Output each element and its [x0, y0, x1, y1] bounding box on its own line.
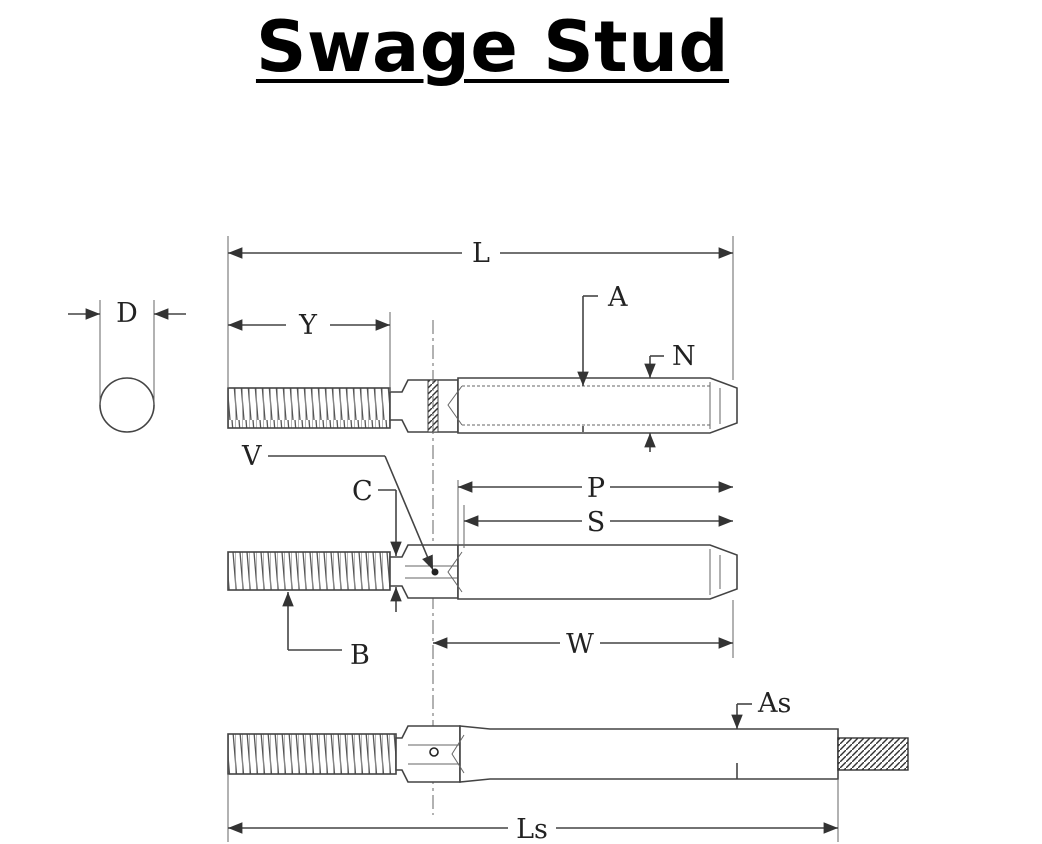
wire-rope-end: [837, 737, 909, 771]
label-p: P: [587, 473, 605, 504]
label-d: D: [116, 298, 138, 329]
page-title: Swage Stud: [0, 6, 985, 88]
dimension-w: W: [433, 600, 734, 660]
dimension-l: L: [227, 236, 734, 388]
cross-pin-hole: [431, 568, 439, 576]
label-n: N: [672, 341, 696, 372]
dimension-p: P: [457, 473, 733, 545]
label-ls: Ls: [516, 814, 548, 844]
label-as: As: [757, 688, 791, 719]
label-v: V: [241, 441, 262, 472]
dimension-c: C: [352, 476, 402, 612]
stud-swaged-view: [227, 725, 909, 783]
label-w: W: [566, 629, 594, 660]
dimension-as: As: [731, 688, 791, 779]
title-text: Swage Stud: [255, 6, 730, 88]
label-y: Y: [298, 310, 318, 341]
label-b: B: [350, 640, 370, 671]
dimension-a: A: [577, 282, 628, 432]
dimension-ls: Ls: [227, 774, 839, 844]
label-a: A: [607, 282, 628, 313]
label-l: L: [472, 238, 490, 269]
stud-top-view: [227, 377, 738, 434]
dimension-b: B: [282, 592, 370, 671]
dimension-s: S: [463, 505, 733, 548]
stud-middle-view: [227, 544, 738, 600]
label-s: S: [587, 507, 606, 538]
wire-section-d: D: [68, 298, 186, 433]
dimension-y: Y: [228, 310, 391, 392]
dimension-n: N: [644, 341, 696, 452]
dimension-v: V: [241, 441, 434, 571]
label-c: C: [352, 476, 373, 507]
